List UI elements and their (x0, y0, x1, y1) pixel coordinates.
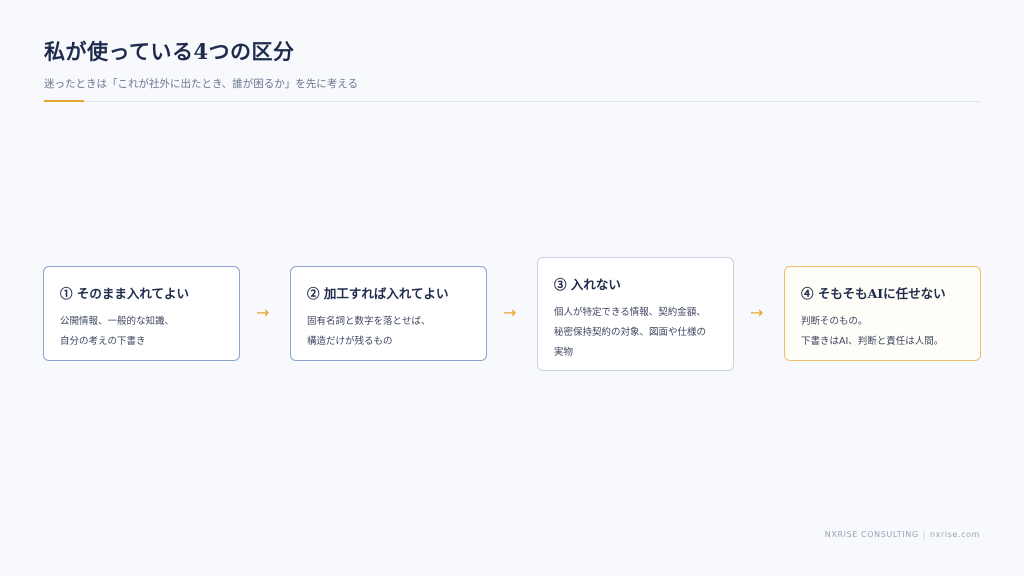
category-card-line: 個人が特定できる情報、契約金額、 (554, 307, 706, 318)
category-card-title: ② 加工すれば入れてよい (307, 286, 449, 301)
category-card-title: ③ 入れない (554, 277, 621, 292)
category-card-line: 秘密保持契約の対象、図面や仕様の (554, 327, 707, 338)
category-card-body: 公開情報、一般的な知識、 自分の考えの下書き (60, 312, 223, 352)
page-subtitle: 迷ったときは「これが社外に出たとき、誰が困るか」を先に考える (44, 78, 358, 90)
category-card-title: ① そのまま入れてよい (60, 286, 189, 301)
category-card-line: 公開情報、一般的な知識、 (60, 316, 175, 327)
footer-site: nxrise.com (929, 530, 980, 539)
arrow-right-icon: → (503, 303, 517, 322)
footer-brand: NXRISE CONSULTING (824, 530, 919, 539)
category-card-line: 自分の考えの下書き (60, 336, 146, 347)
footer-separator: | (922, 530, 926, 539)
footer-credit: NXRISE CONSULTING|nxrise.com (825, 530, 980, 539)
category-card-body: 判断そのもの。 下書きはAI、判断と責任は人間。 (801, 312, 964, 352)
category-card-line: 実物 (554, 347, 574, 358)
category-card-body: 個人が特定できる情報、契約金額、 秘密保持契約の対象、図面や仕様の 実物 (554, 303, 717, 363)
category-card-title: ④ そもそもAIに任せない (801, 286, 946, 301)
arrow-right-icon: → (750, 303, 764, 322)
category-card-3: ③ 入れない 個人が特定できる情報、契約金額、 秘密保持契約の対象、図面や仕様の… (537, 257, 734, 371)
header-accent-bar (44, 100, 84, 102)
category-card-line: 判断そのもの。 (801, 316, 868, 327)
header-divider (44, 101, 980, 102)
category-card-line: 下書きはAI、判断と責任は人間。 (801, 336, 944, 347)
page-title: 私が使っている4つの区分 (44, 39, 295, 64)
category-card-body: 固有名詞と数字を落とせば、 構造だけが残るもの (307, 312, 470, 352)
category-card-1: ① そのまま入れてよい 公開情報、一般的な知識、 自分の考えの下書き (43, 266, 240, 361)
category-card-line: 構造だけが残るもの (307, 336, 393, 347)
category-card-line: 固有名詞と数字を落とせば、 (307, 316, 431, 327)
arrow-right-icon: → (256, 303, 270, 322)
category-card-4: ④ そもそもAIに任せない 判断そのもの。 下書きはAI、判断と責任は人間。 (784, 266, 981, 361)
category-card-2: ② 加工すれば入れてよい 固有名詞と数字を落とせば、 構造だけが残るもの (290, 266, 487, 361)
